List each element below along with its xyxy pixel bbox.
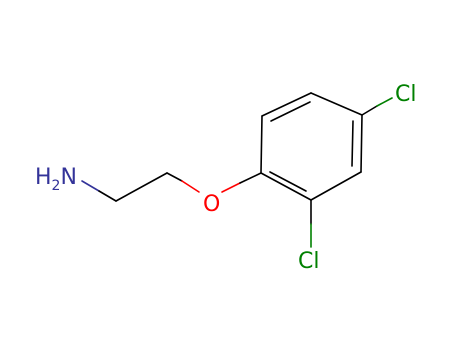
- ring-bond-c2-c3-inner: [270, 101, 311, 122]
- ring-bond-c2-c3: [261, 92, 312, 117]
- ring-bond-c3-c4: [310, 92, 363, 116]
- atom-label-layer: H2N O Cl Cl: [35, 82, 416, 274]
- bond-o-to-ring-carbon-side: [239, 172, 262, 184]
- bond-layer: [81, 92, 393, 248]
- oxygen-label: O: [203, 192, 220, 217]
- ring-bond-c6-c1: [260, 172, 312, 201]
- chlorine-bottom-label: Cl: [298, 249, 319, 274]
- bond-c2-to-o-oxygen-side: [181, 180, 200, 193]
- ring-bond-c5-c6: [310, 171, 362, 201]
- ring-bond-c6-c1-inner: [269, 171, 307, 192]
- bond-c1-to-c2: [115, 172, 168, 202]
- amine-nitrogen-label: N: [60, 165, 76, 190]
- ring-bond-c1-c2: [260, 115, 263, 174]
- ring-bond-c4-c5: [360, 114, 363, 173]
- bond-o-to-ring-oxygen-side: [221, 182, 241, 193]
- bond-ring-to-cl-top-chlorine-side: [376, 97, 393, 107]
- ring-bond-c4-c5-inner: [351, 120, 354, 167]
- amine-hydrogen-subscript: 2: [52, 178, 61, 194]
- bond-ring-to-cl-top-carbon-side: [361, 105, 378, 116]
- bond-c2-to-o-carbon-side: [166, 172, 183, 182]
- chlorine-top-label: Cl: [395, 82, 416, 107]
- amine-hydrogen-label: H: [35, 165, 52, 190]
- amine-label: H2N: [35, 165, 77, 194]
- bond-n-to-c1-nitrogen-side: [81, 180, 100, 192]
- bond-n-to-c1-carbon-side: [98, 190, 117, 202]
